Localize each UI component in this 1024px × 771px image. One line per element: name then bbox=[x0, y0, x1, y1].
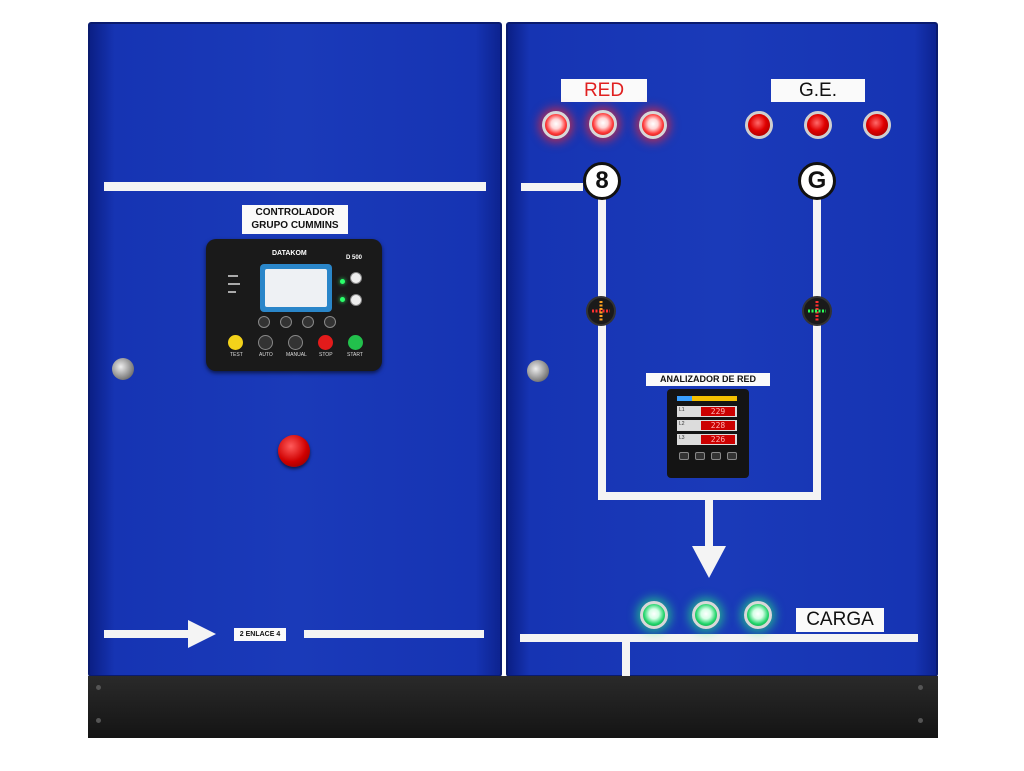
status-led-row bbox=[228, 275, 238, 277]
status-led-green bbox=[340, 279, 345, 284]
right-door-lock[interactable] bbox=[527, 360, 549, 382]
controller-label-line1: CONTROLADOR bbox=[255, 207, 335, 218]
analyzer-key[interactable] bbox=[727, 452, 737, 460]
nav-button[interactable] bbox=[302, 316, 314, 328]
voltage-value: 226 bbox=[701, 435, 735, 444]
stop-button[interactable] bbox=[318, 335, 333, 350]
generator-breaker-indicator bbox=[802, 296, 832, 326]
grid-phase-lamp-l2 bbox=[589, 110, 617, 138]
screw-icon bbox=[96, 685, 101, 690]
generator-phase-lamp-l1 bbox=[745, 111, 773, 139]
auto-button[interactable] bbox=[258, 335, 273, 350]
start-button[interactable] bbox=[348, 335, 363, 350]
analyzer-row-l1: L1 229 bbox=[677, 406, 737, 417]
analyzer-row-l3: L3 226 bbox=[677, 434, 737, 445]
generator-vertical-line bbox=[813, 199, 821, 497]
controller-display-screen bbox=[265, 269, 327, 307]
genset-controller[interactable]: DATAKOM D 500 TEST AUTO MANUAL STOP STAR… bbox=[206, 239, 382, 371]
left-bottom-line bbox=[304, 630, 484, 638]
start-button-label: START bbox=[347, 352, 363, 358]
nav-button[interactable] bbox=[324, 316, 336, 328]
analyzer-row-l2: L2 228 bbox=[677, 420, 737, 431]
down-arrow-icon bbox=[692, 546, 726, 578]
enlace-label: 2 ENLACE 4 bbox=[234, 628, 286, 641]
network-analyzer[interactable]: L1 229 L2 228 L3 226 bbox=[667, 389, 749, 478]
controller-display bbox=[260, 264, 332, 312]
grid-vertical-line bbox=[598, 199, 606, 497]
analyzer-bargraph bbox=[677, 396, 737, 401]
arrow-shaft bbox=[104, 630, 192, 638]
load-phase-lamp-l3 bbox=[744, 601, 772, 629]
phase-label: L3 bbox=[679, 435, 685, 441]
grid-feed-line bbox=[521, 183, 583, 191]
screw-icon bbox=[96, 718, 101, 723]
stop-button-label: STOP bbox=[319, 352, 333, 358]
test-button-label: TEST bbox=[230, 352, 243, 358]
nav-button[interactable] bbox=[258, 316, 270, 328]
load-phase-lamp-l1 bbox=[640, 601, 668, 629]
load-phase-lamp-l2 bbox=[692, 601, 720, 629]
cabinet-plinth bbox=[88, 676, 938, 738]
screw-icon bbox=[918, 685, 923, 690]
voltage-value: 228 bbox=[701, 421, 735, 430]
grid-breaker-indicator bbox=[586, 296, 616, 326]
breaker-button[interactable] bbox=[350, 294, 362, 306]
auto-button-label: AUTO bbox=[259, 352, 273, 358]
generator-label: G.E. bbox=[771, 79, 865, 102]
manual-button-label: MANUAL bbox=[286, 352, 307, 358]
analyzer-label: ANALIZADOR DE RED bbox=[646, 373, 770, 386]
analyzer-key[interactable] bbox=[679, 452, 689, 460]
grid-label: RED bbox=[561, 79, 647, 102]
generator-symbol-icon: G bbox=[798, 162, 836, 200]
status-led-green bbox=[340, 297, 345, 302]
left-top-line bbox=[104, 182, 486, 191]
busbar-line bbox=[598, 492, 821, 500]
generator-phase-lamp-l2 bbox=[804, 111, 832, 139]
grid-phase-lamp-l3 bbox=[639, 111, 667, 139]
status-led-row bbox=[228, 283, 240, 285]
breaker-button[interactable] bbox=[350, 272, 362, 284]
grid-phase-lamp-l1 bbox=[542, 111, 570, 139]
breaker-cross-icon bbox=[808, 301, 826, 321]
emergency-stop-button[interactable] bbox=[278, 435, 310, 467]
nav-button[interactable] bbox=[280, 316, 292, 328]
test-button[interactable] bbox=[228, 335, 243, 350]
phase-label: L2 bbox=[679, 421, 685, 427]
controller-label-line2: GRUPO CUMMINS bbox=[251, 220, 339, 231]
generator-phase-lamp-l3 bbox=[863, 111, 891, 139]
status-led-row bbox=[228, 291, 236, 293]
right-arrow-icon bbox=[188, 620, 216, 648]
voltage-value: 229 bbox=[701, 407, 735, 416]
load-drop-line bbox=[622, 640, 630, 676]
controller-brand: DATAKOM bbox=[272, 250, 307, 257]
analyzer-key[interactable] bbox=[695, 452, 705, 460]
phase-label: L1 bbox=[679, 407, 685, 413]
screw-icon bbox=[918, 718, 923, 723]
controller-label: CONTROLADOR GRUPO CUMMINS bbox=[242, 205, 348, 234]
load-feed-line bbox=[705, 498, 713, 550]
transformer-symbol-icon: 8 bbox=[583, 162, 621, 200]
load-bus-line bbox=[520, 634, 918, 642]
load-label: CARGA bbox=[796, 608, 884, 632]
controller-model: D 500 bbox=[346, 255, 363, 261]
manual-button[interactable] bbox=[288, 335, 303, 350]
breaker-cross-icon bbox=[592, 301, 610, 321]
left-door-lock[interactable] bbox=[112, 358, 134, 380]
analyzer-key[interactable] bbox=[711, 452, 721, 460]
